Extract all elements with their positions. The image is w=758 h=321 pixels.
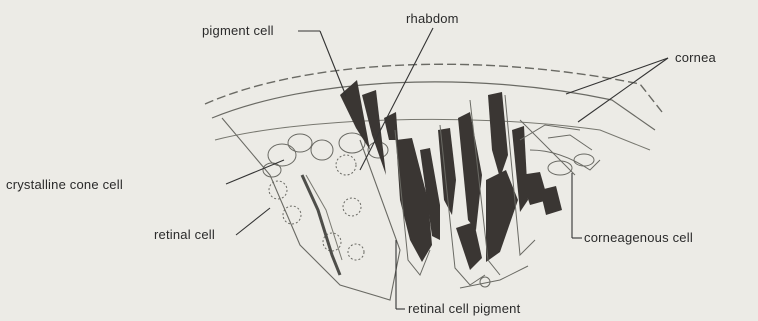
label-rhabdom: rhabdom xyxy=(406,11,459,26)
leader-retinal-cell xyxy=(236,208,270,235)
leader-cornea-2 xyxy=(578,58,668,122)
pigment-cells xyxy=(340,80,398,175)
label-pigment-cell: pigment cell xyxy=(202,23,274,38)
cornea-outer-arc xyxy=(205,64,662,112)
corneagenous-pigment xyxy=(520,172,562,215)
retinal-pigment-columns xyxy=(396,92,528,270)
leader-crystalline-cone xyxy=(226,160,284,184)
label-retinal-cell-pigment: retinal cell pigment xyxy=(408,301,520,316)
cornea-inner-arc xyxy=(212,82,655,130)
corneagenous-cells xyxy=(520,125,600,175)
crystalline-cones xyxy=(263,133,388,177)
label-retinal-cell: retinal cell xyxy=(154,227,215,242)
label-corneagenous-cell: corneagenous cell xyxy=(584,230,693,245)
left-rhabdom xyxy=(302,175,340,275)
label-crystalline-cone-cell: crystalline cone cell xyxy=(6,177,123,192)
label-cornea: cornea xyxy=(675,50,716,65)
leader-pigment-cell-down xyxy=(320,31,346,96)
leader-cornea-1 xyxy=(566,58,668,94)
